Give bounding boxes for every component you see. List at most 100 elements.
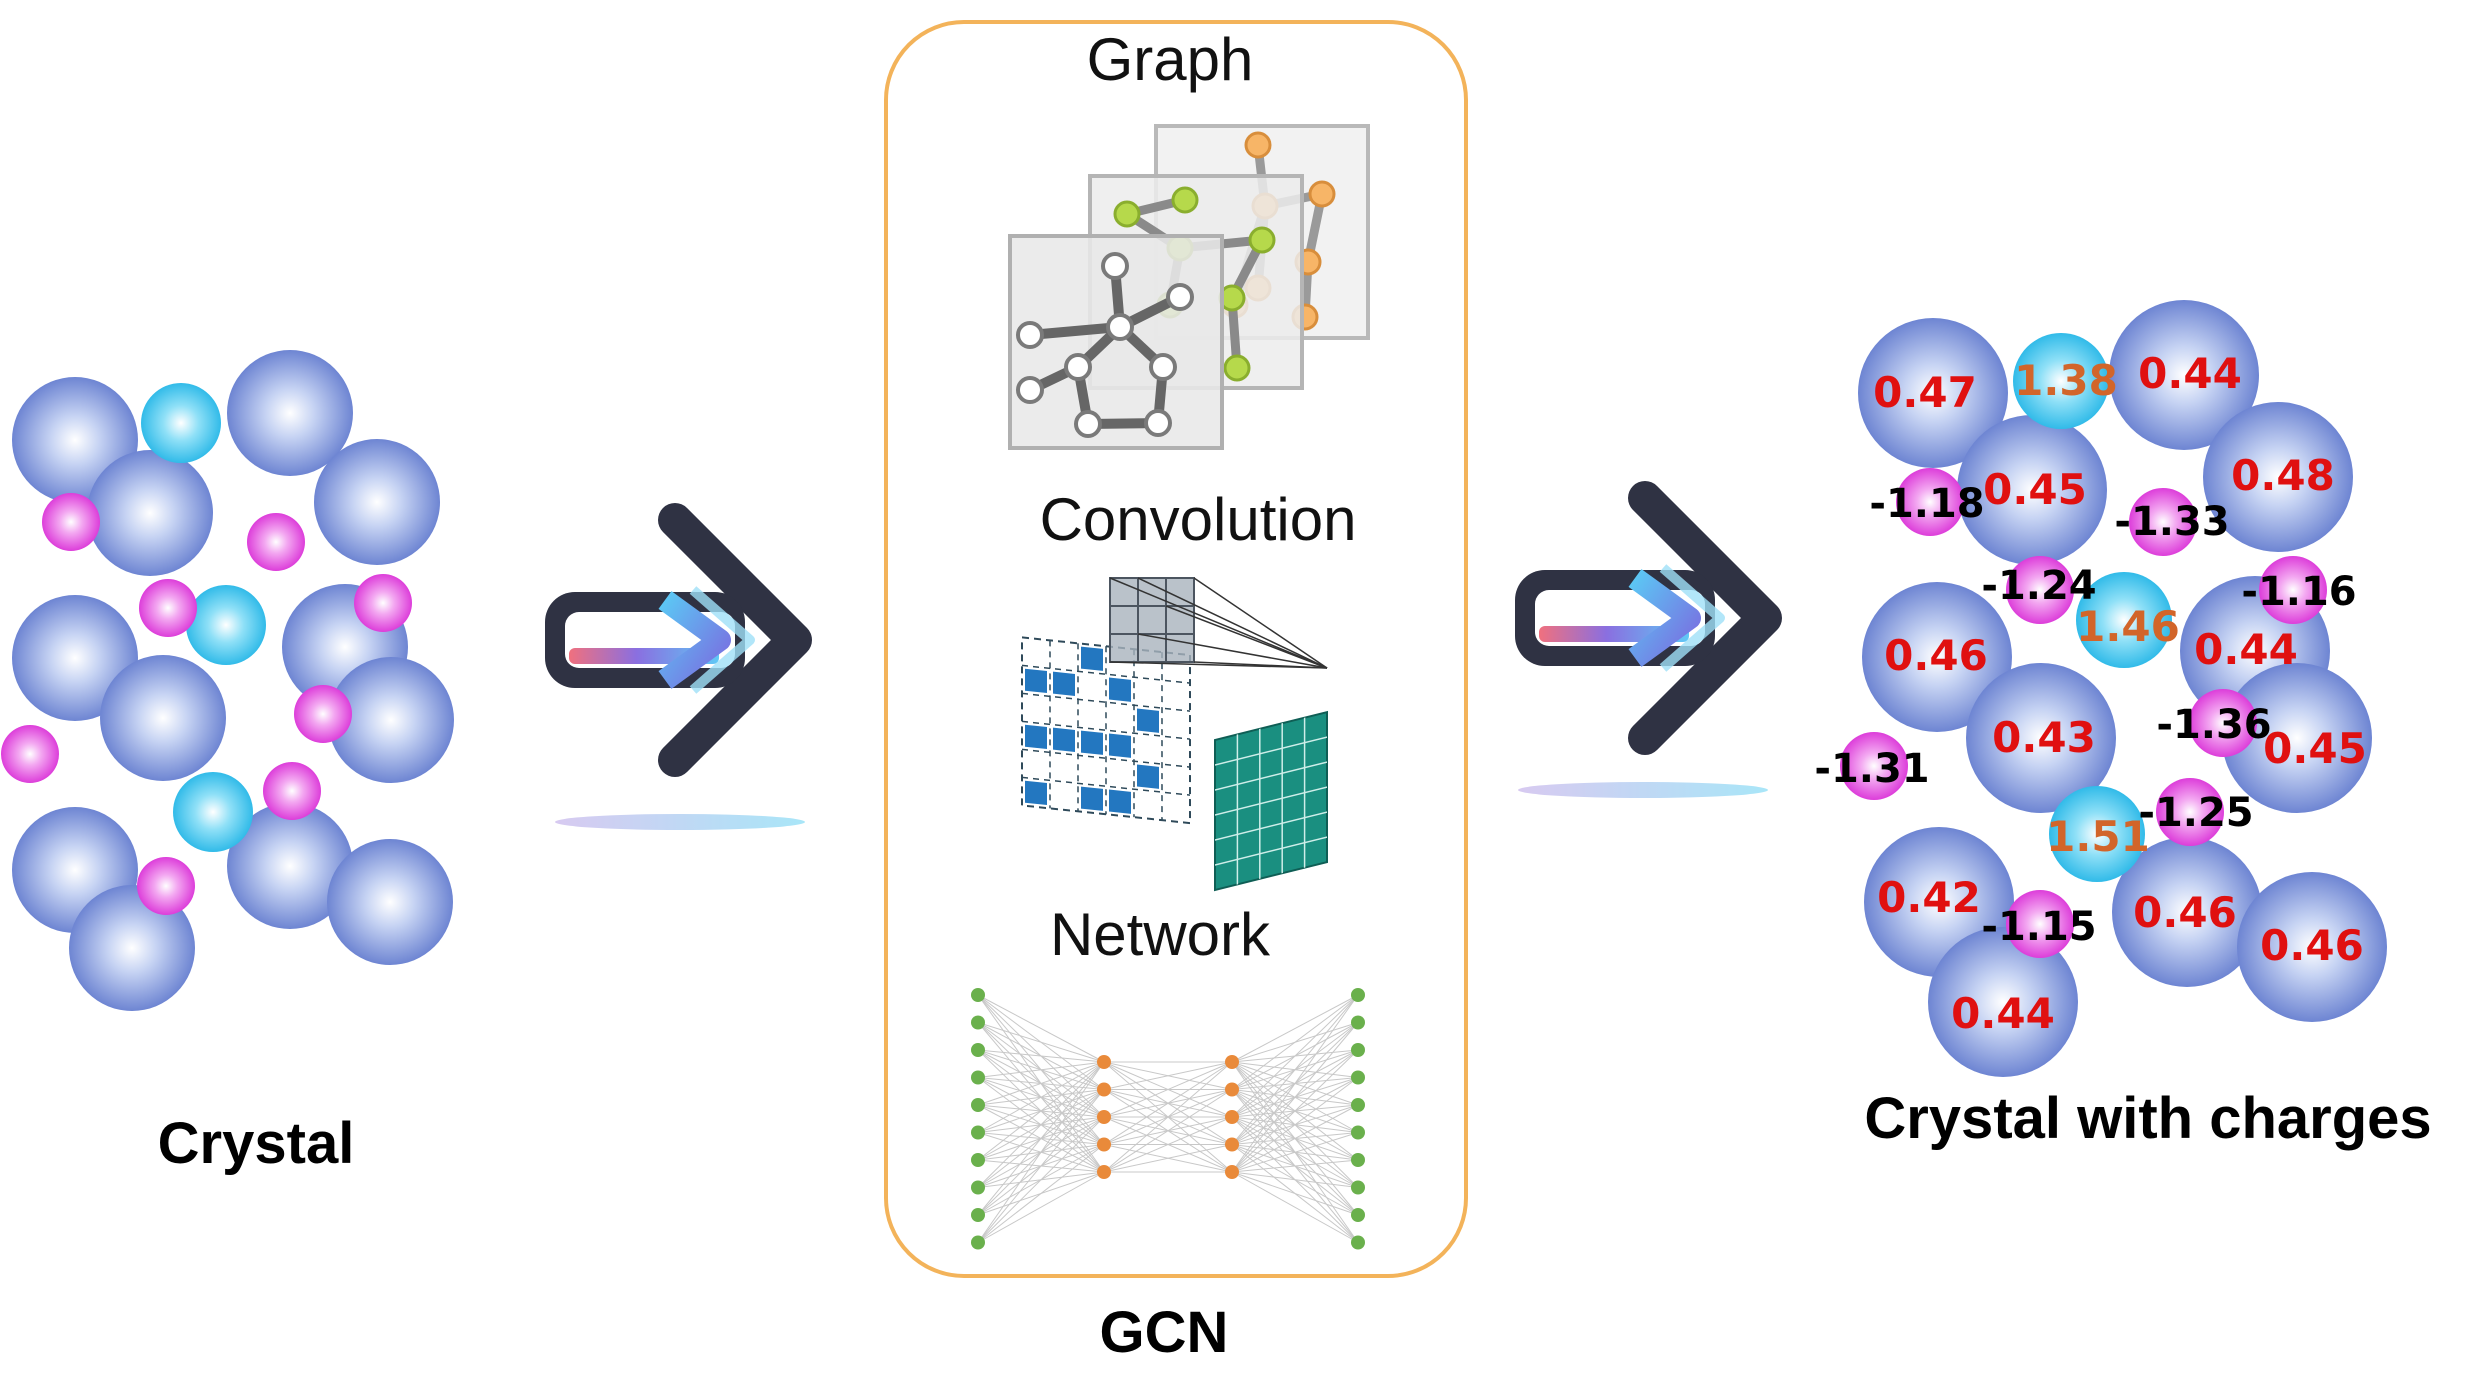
network-node [1351, 1070, 1365, 1085]
large-atom [12, 595, 138, 721]
large-atom [1858, 318, 2008, 468]
network-node [971, 1043, 985, 1057]
charge-label: 0.44 [1951, 989, 2055, 1038]
network-node [1351, 1180, 1365, 1195]
charge-label: -1.36 [2156, 702, 2271, 748]
magenta-atom [2006, 890, 2074, 958]
network-illustration [971, 988, 1365, 1250]
arrow-right [1515, 498, 1765, 738]
convolution-illustration [1021, 577, 1328, 892]
network-node [971, 1180, 985, 1195]
gcn-label: GCN [1100, 1300, 1229, 1365]
magenta-atom [139, 579, 197, 637]
charge-label: 0.43 [1992, 713, 2096, 762]
charge-label: 0.42 [1877, 873, 1981, 922]
large-atom [2203, 402, 2353, 552]
magenta-atom [1896, 468, 1964, 536]
charge-labels-magenta: -1.18 -1.33 -1.24 -1.16 -1.36 -1.31 -1.2… [1814, 481, 2356, 950]
arrow-left [545, 520, 795, 760]
magenta-atom [1840, 732, 1908, 800]
large-atom [100, 655, 226, 781]
charge-label: 1.38 [2014, 356, 2118, 405]
charge-label: 0.48 [2231, 451, 2335, 500]
magenta-atom [2156, 778, 2224, 846]
magenta-atom [354, 574, 412, 632]
arrow-shadow-left [555, 814, 805, 830]
input-grid [1021, 636, 1191, 825]
charge-label: 1.51 [2046, 812, 2150, 861]
charge-label: 0.45 [1983, 465, 2087, 514]
cyan-atom [2013, 333, 2109, 429]
charged-cyan-atoms [2013, 333, 2172, 882]
charge-label: -1.24 [1981, 563, 2096, 609]
network-node [1225, 1110, 1239, 1124]
network-node [1225, 1137, 1239, 1152]
cyan-atom [2076, 572, 2172, 668]
network-node [1351, 1098, 1365, 1112]
cyan-atoms [141, 383, 266, 852]
network-node [1351, 1153, 1365, 1167]
network-node [971, 1098, 985, 1112]
large-atom [1928, 927, 2078, 1077]
charge-label: 1.46 [2076, 602, 2180, 651]
network-node [1351, 1125, 1365, 1140]
charge-label: 0.46 [2133, 888, 2237, 937]
charged-large-atoms [1858, 300, 2387, 1077]
magenta-atom [1, 725, 59, 783]
network-node [971, 1070, 985, 1085]
network-node [1351, 988, 1365, 1002]
projection-lines [1109, 577, 1328, 669]
network-node [1351, 1015, 1365, 1030]
large-atom [227, 803, 353, 929]
magenta-atoms [1, 493, 412, 915]
charge-label: -1.25 [2138, 790, 2253, 836]
cyan-atom [2049, 786, 2145, 882]
input-grid-cells [1021, 636, 1191, 825]
magenta-atom [2006, 556, 2074, 624]
charge-label: -1.18 [1869, 481, 1984, 527]
large-atom [1957, 415, 2107, 565]
large-atom [1862, 582, 2012, 732]
convolution-label: Convolution [1040, 486, 1357, 553]
large-atom [314, 439, 440, 565]
network-node [1225, 1165, 1239, 1179]
charge-label: 0.45 [2263, 724, 2367, 773]
network-node [1097, 1137, 1111, 1152]
large-atom [2222, 663, 2372, 813]
graph-label: Graph [1087, 26, 1254, 93]
network-node [1097, 1082, 1111, 1097]
large-atoms [12, 350, 454, 1011]
magenta-atom [263, 762, 321, 820]
network-node [971, 988, 985, 1002]
network-node [1351, 1043, 1365, 1057]
charge-label: 0.46 [1884, 631, 1988, 680]
large-atom [328, 657, 454, 783]
charge-labels-cyan: 1.38 1.46 1.51 [2014, 356, 2180, 861]
magenta-atom [42, 493, 100, 551]
large-atom [2112, 837, 2262, 987]
charge-label: -1.15 [1981, 904, 2096, 950]
large-atom [227, 350, 353, 476]
charge-label: 0.46 [2260, 921, 2364, 970]
magenta-atom [2129, 488, 2197, 556]
crystal-with-charges-label: Crystal with charges [1864, 1086, 2431, 1151]
graph-illustration [1008, 124, 1370, 450]
network-node [1097, 1165, 1111, 1179]
large-atom [2237, 872, 2387, 1022]
magenta-atom [247, 513, 305, 571]
network-node [971, 1015, 985, 1030]
magenta-atom [294, 685, 352, 743]
large-atom [1966, 663, 2116, 813]
arrow-shadow-right [1518, 782, 1768, 798]
conv-kernel [1109, 577, 1195, 663]
network-nodes [971, 988, 1365, 1250]
cyan-atom [141, 383, 221, 463]
magenta-atom [2189, 689, 2257, 757]
network-node [1351, 1208, 1365, 1222]
large-atom [69, 885, 195, 1011]
charge-labels-large: 0.47 0.44 0.45 0.48 0.46 0.44 0.43 0.45 … [1873, 349, 2367, 1038]
network-node [1225, 1055, 1239, 1069]
network-node [971, 1153, 985, 1167]
charge-label: 0.47 [1873, 368, 1977, 417]
